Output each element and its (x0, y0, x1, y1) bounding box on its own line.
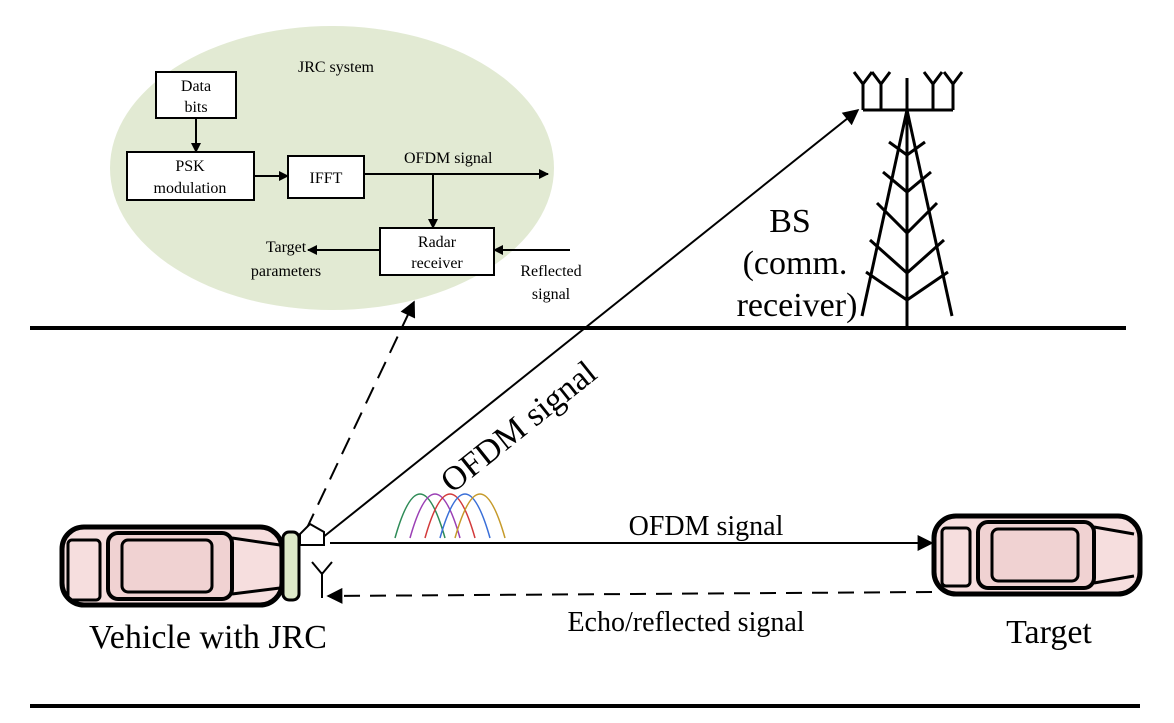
psk-label-1: PSK (175, 158, 205, 175)
target-params-label-1: Target (266, 239, 307, 256)
target-params-label-2: parameters (251, 263, 321, 280)
arrow-echo (326, 587, 933, 604)
arrow-vehicle-to-jrc (305, 300, 416, 531)
ifft-label: IFFT (310, 170, 343, 187)
reflected-label-1: Reflected (520, 263, 581, 280)
bs-label-1: BS (769, 203, 811, 240)
psk-label-2: modulation (154, 180, 227, 197)
bs-label-2: (comm. (743, 245, 848, 282)
radar-receiver-box (379, 227, 495, 276)
base-station-tower-icon (852, 71, 964, 328)
arrow-to-base-station (321, 109, 860, 539)
ofdm-horizontal-label: OFDM signal (629, 511, 784, 542)
ofdm-out-label: OFDM signal (404, 150, 493, 167)
radar-label-2: receiver (411, 255, 463, 272)
vehicle-label: Vehicle with JRC (89, 619, 327, 656)
target-label: Target (1006, 614, 1092, 651)
radar-label-1: Radar (418, 234, 457, 251)
vehicle-rx-antenna-icon (311, 561, 333, 598)
vehicle-tx-antenna-icon (299, 522, 325, 546)
echo-label: Echo/reflected signal (567, 607, 804, 638)
vehicle-with-jrc-icon (59, 524, 301, 608)
bs-label-3: receiver) (737, 287, 858, 324)
ifft-box (287, 155, 365, 199)
jrc-title: JRC system (298, 59, 375, 76)
data-bits-label-1: Data (181, 78, 211, 95)
data-bits-label-2: bits (184, 99, 207, 116)
target-car-icon (931, 513, 1143, 597)
reflected-label-2: signal (532, 286, 571, 303)
ofdm-subcarriers-icon (394, 493, 506, 539)
data-bits-box (155, 71, 237, 119)
